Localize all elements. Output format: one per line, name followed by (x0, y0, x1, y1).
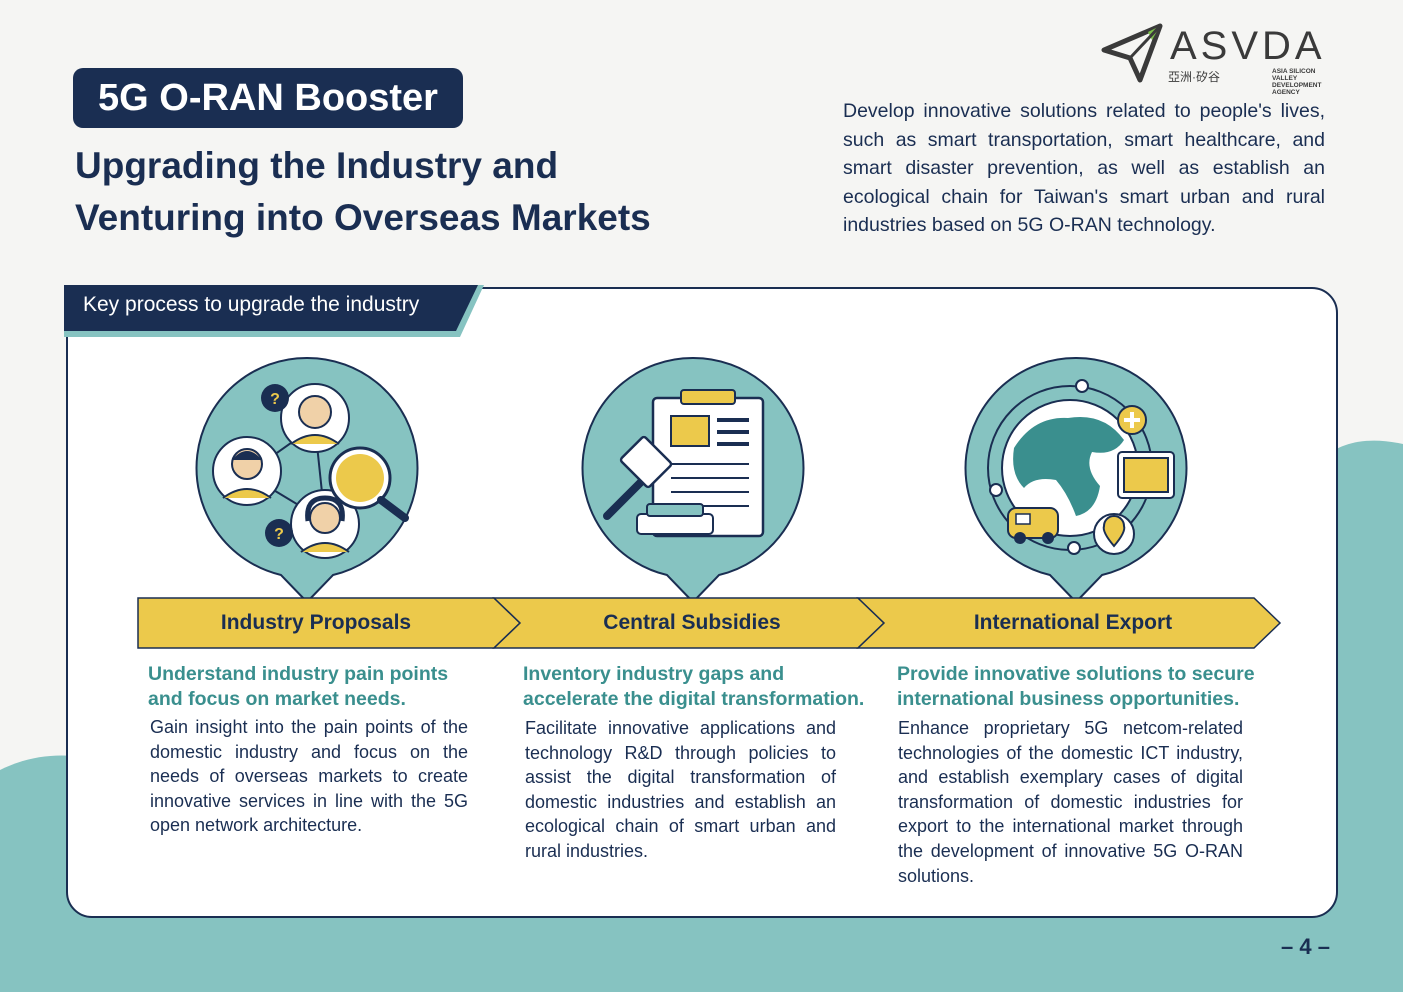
intro-paragraph: Develop innovative solutions related to … (843, 100, 1325, 236)
step-heading-2: Inventory industry gaps and accelerate t… (523, 663, 865, 710)
svg-text:?: ? (270, 391, 280, 408)
step-label-central-subsidies: Central Subsidies (603, 611, 781, 634)
step-heading-3: Provide innovative solutions to secure i… (897, 663, 1255, 710)
title-badge: 5G O-RAN Booster (73, 68, 463, 128)
page-number: – 4 – (1281, 934, 1330, 959)
globe-illustration (964, 356, 1188, 604)
headline-line-2: Venturing into Overseas Markets (75, 197, 651, 238)
page-headline: Upgrading the Industry and Venturing int… (75, 140, 715, 244)
logo-agency: ASIA SILICON VALLEY DEVELOPMENT AGENCY (1272, 68, 1322, 96)
process-arrow-band (137, 597, 1282, 649)
step-body-2: Facilitate innovative applications and t… (525, 718, 836, 861)
step-label-international-export: International Export (973, 611, 1173, 634)
asvda-logo: ASVDA 亞洲·矽谷 ASIA SILICON VALLEY DEVELOPM… (1100, 22, 1330, 96)
step-heading-1: Understand industry pain points and focu… (148, 663, 449, 710)
logo-wordmark: ASVDA (1170, 24, 1326, 68)
step-body-3: Enhance proprietary 5G netcom-related te… (898, 718, 1243, 886)
document-illustration (581, 356, 805, 604)
svg-text:?: ? (274, 526, 284, 543)
card-tab-shape (64, 285, 484, 337)
headline-line-1: Upgrading the Industry and (75, 145, 559, 186)
people-illustration: ? ? (195, 356, 419, 604)
logo-mark-icon (1101, 23, 1163, 83)
step-body-1: Gain insight into the pain points of the… (150, 717, 468, 836)
logo-chinese: 亞洲·矽谷 (1168, 70, 1220, 84)
step-label-industry-proposals: Industry Proposals (220, 611, 412, 634)
card-tab-label: Key process to upgrade the industry (83, 293, 420, 316)
